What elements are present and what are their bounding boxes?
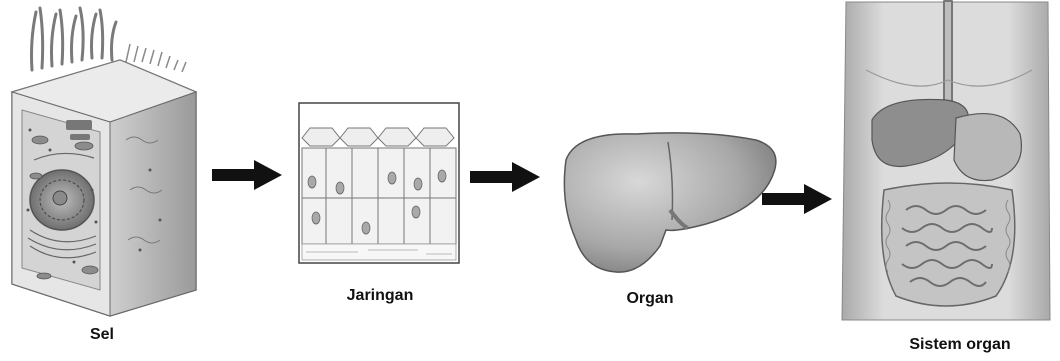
stage-label-cell: Sel: [82, 326, 122, 344]
stage-label-organ: Organ: [610, 290, 690, 308]
stage-label-organ-system: Sistem organ: [890, 336, 1030, 354]
arrow-right-icon: [212, 160, 282, 190]
stage-label-tissue: Jaringan: [320, 287, 440, 305]
cell-illustration: [0, 0, 200, 320]
arrow-right-icon: [762, 184, 832, 214]
organ-illustration: [556, 120, 786, 280]
arrow-right-icon: [470, 162, 540, 192]
tissue-illustration: [298, 102, 460, 264]
organ-system-illustration: [836, 0, 1058, 322]
